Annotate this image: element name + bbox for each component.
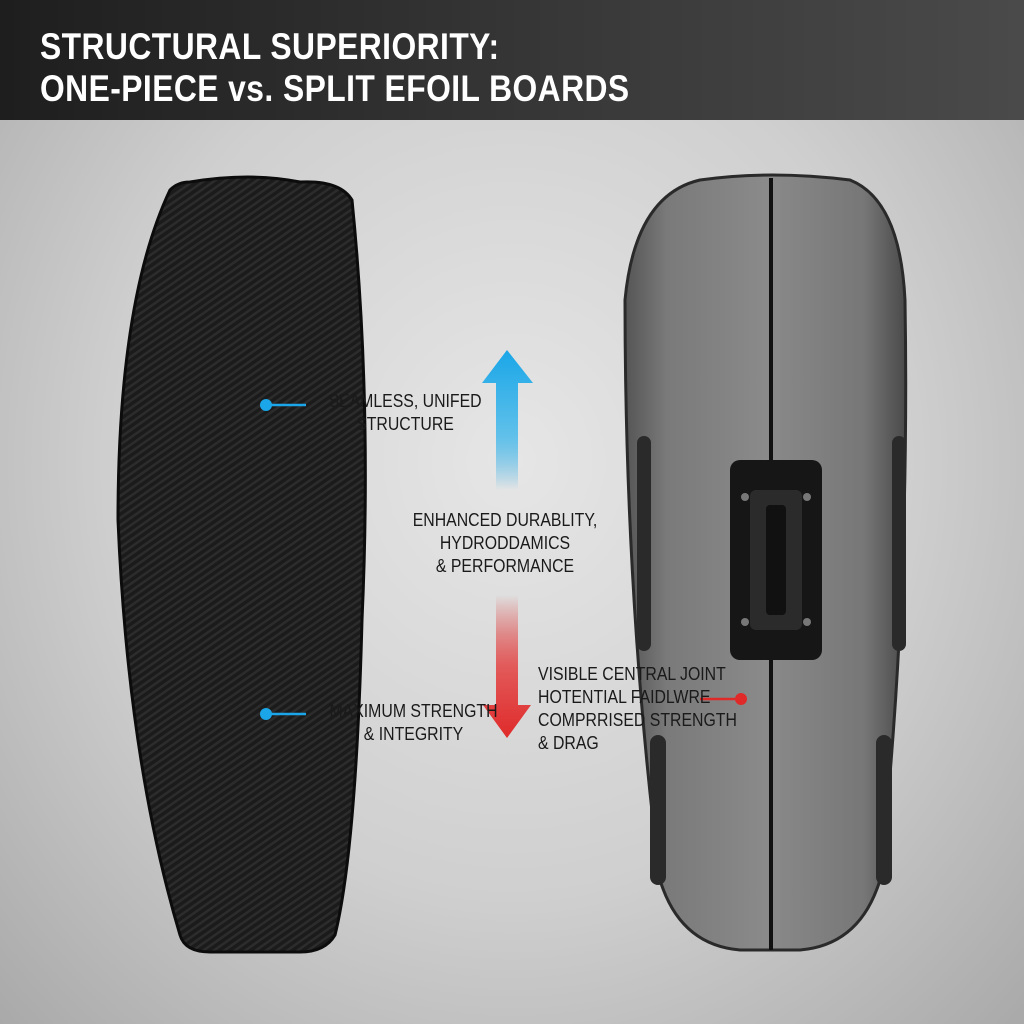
title-line-2: ONE-PIECE vs. SPLIT EFOIL BOARDS: [40, 68, 630, 109]
label-line: ENHANCED DURABLITY,: [412, 510, 598, 530]
label-maximum-strength: MAXIMUM STRENGTH & INTEGRITY: [329, 700, 497, 746]
split-board: [623, 173, 908, 952]
label-line: HOTENTIAL FAIDLWRE: [538, 687, 711, 707]
label-seamless-structure: SEAMLESS, UNIFED STRUCTURE: [328, 390, 481, 436]
label-line: & DRAG: [538, 733, 599, 753]
callout-pin-strength: [260, 708, 306, 720]
label-line: STRUCTURE: [356, 414, 454, 434]
label-line: COMPRRISED STRENGTH: [538, 710, 737, 730]
one-piece-carbon-board: [116, 175, 367, 954]
down-arrow-icon: [483, 595, 531, 738]
label-line: & PERFORMANCE: [435, 556, 575, 576]
page-title: STRUCTURAL SUPERIORITY: ONE-PIECE vs. SP…: [40, 26, 630, 110]
label-line: VISIBLE CENTRAL JOINT: [538, 664, 726, 684]
callout-pin-joint: [700, 693, 747, 705]
title-line-1: STRUCTURAL SUPERIORITY:: [40, 26, 500, 67]
foil-mount-plate: [730, 460, 822, 660]
up-arrow-icon: [482, 350, 533, 490]
label-line: SEAMLESS, UNIFED: [328, 391, 482, 411]
label-split-drawbacks: VISIBLE CENTRAL JOINT HOTENTIAL FAIDLWRE…: [538, 663, 737, 755]
label-line: MAXIMUM STRENGTH: [329, 701, 498, 721]
title-banner: STRUCTURAL SUPERIORITY: ONE-PIECE vs. SP…: [0, 0, 1024, 120]
label-line: & INTEGRITY: [363, 724, 464, 744]
label-center-benefits: ENHANCED DURABLITY, HYDRODDAMICS & PERFO…: [413, 509, 598, 578]
label-line: HYDRODDAMICS: [439, 533, 571, 553]
callout-pin-seamless: [260, 399, 306, 411]
